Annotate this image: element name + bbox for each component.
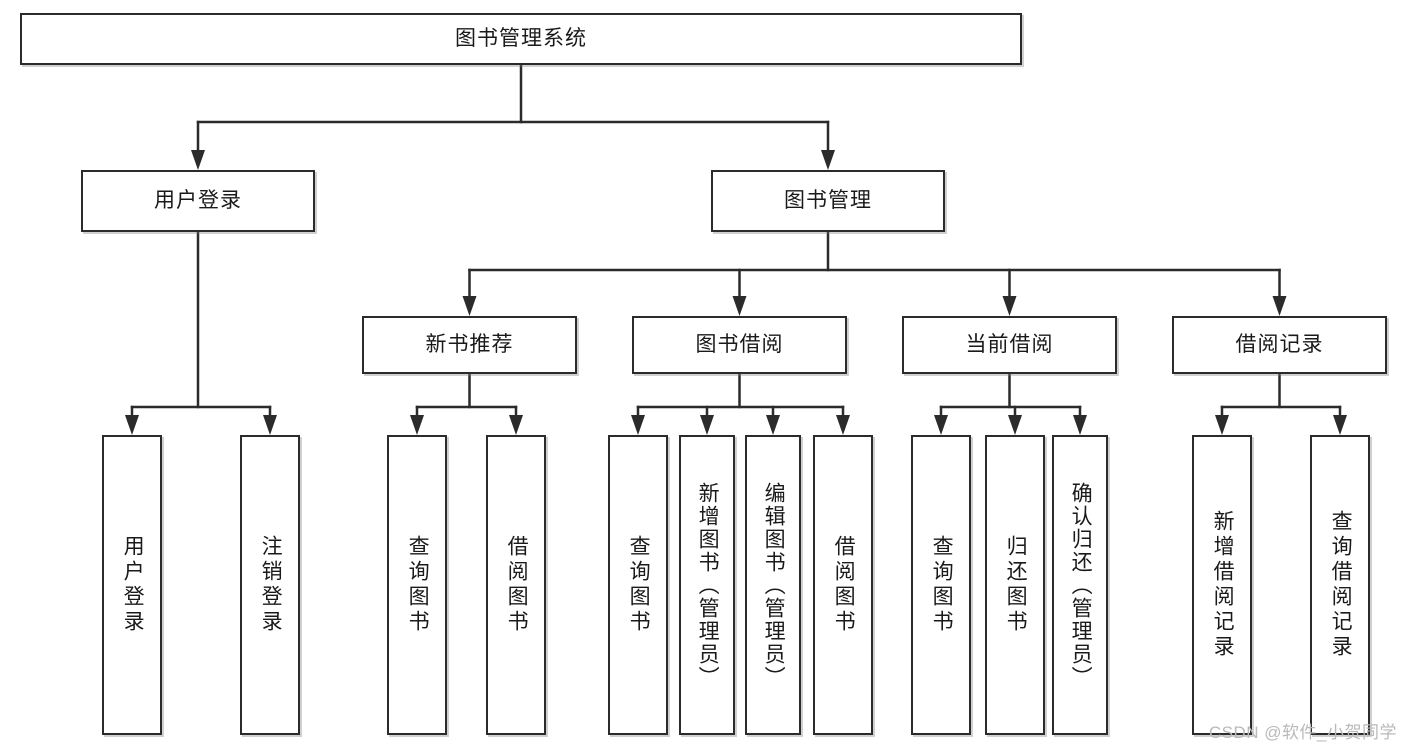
leaf-node-10: 确认归还（管理员） xyxy=(1052,435,1108,735)
leaf-node-9: 归还图书 xyxy=(985,435,1045,735)
node-label: 编辑图书（管理员） xyxy=(762,481,786,689)
node-label: 确认归还（管理员） xyxy=(1069,481,1093,689)
watermark-text: CSDN @软件_小贺同学 xyxy=(1208,723,1397,742)
level3-node-0: 新书推荐 xyxy=(362,316,577,374)
leaf-node-2: 查询图书 xyxy=(387,435,447,735)
node-label: 查询图书 xyxy=(930,535,954,635)
leaf-node-8: 查询图书 xyxy=(911,435,971,735)
level3-node-2: 当前借阅 xyxy=(902,316,1117,374)
node-label: 新书推荐 xyxy=(425,333,514,357)
node-label: 借阅图书 xyxy=(505,535,529,635)
node-label: 用户登录 xyxy=(154,189,242,213)
leaf-node-1: 注销登录 xyxy=(240,435,300,735)
root-node-0: 图书管理系统 xyxy=(20,13,1022,65)
node-label: 新增借阅记录 xyxy=(1211,510,1235,660)
node-label: 图书管理 xyxy=(784,189,872,213)
leaf-node-12: 查询借阅记录 xyxy=(1310,435,1370,735)
leaf-node-11: 新增借阅记录 xyxy=(1192,435,1252,735)
level2-node-0: 用户登录 xyxy=(81,170,315,232)
node-label: 图书借阅 xyxy=(695,333,784,357)
leaf-node-7: 借阅图书 xyxy=(813,435,873,735)
node-label: 借阅图书 xyxy=(832,535,856,635)
node-label: 查询借阅记录 xyxy=(1329,510,1353,660)
node-label: 归还图书 xyxy=(1004,535,1028,635)
level3-node-3: 借阅记录 xyxy=(1172,316,1387,374)
level3-node-1: 图书借阅 xyxy=(632,316,847,374)
node-label: 当前借阅 xyxy=(965,333,1054,357)
node-label: 新增图书（管理员） xyxy=(696,481,720,689)
leaf-node-4: 查询图书 xyxy=(608,435,668,735)
leaf-node-6: 编辑图书（管理员） xyxy=(745,435,801,735)
leaf-node-5: 新增图书（管理员） xyxy=(679,435,735,735)
node-label: 图书管理系统 xyxy=(455,27,587,51)
node-label: 查询图书 xyxy=(406,535,430,635)
level2-node-1: 图书管理 xyxy=(711,170,945,232)
node-label: 借阅记录 xyxy=(1235,333,1324,357)
leaf-node-0: 用户登录 xyxy=(102,435,162,735)
node-label: 查询图书 xyxy=(627,535,651,635)
node-label: 用户登录 xyxy=(121,535,145,635)
leaf-node-3: 借阅图书 xyxy=(486,435,546,735)
node-label: 注销登录 xyxy=(259,535,283,635)
